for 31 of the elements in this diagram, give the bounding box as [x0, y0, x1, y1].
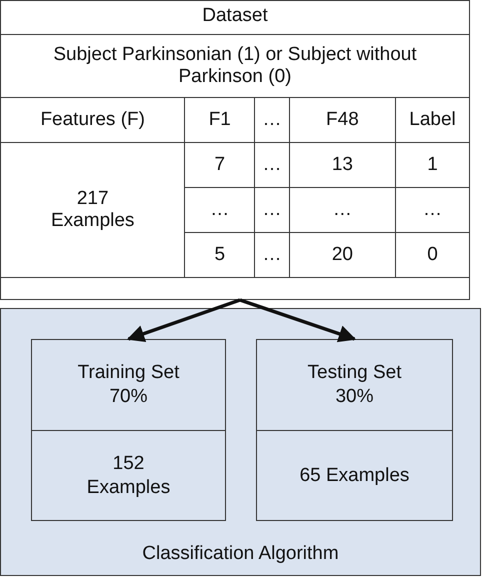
- example-count: 65 Examples: [300, 464, 410, 488]
- set-box: [31, 339, 226, 521]
- table-cell: Features (F): [0, 98, 185, 142]
- example-count: 152 Examples: [86, 452, 172, 500]
- table-cell: 217 Examples: [0, 142, 185, 278]
- dataset-box: [0, 0, 470, 300]
- table-cell: …: [289, 188, 396, 232]
- table-cell: 13: [289, 142, 396, 188]
- table-cell: 0: [396, 232, 470, 278]
- table-cell: Label: [396, 98, 470, 142]
- table-cell: …: [254, 98, 290, 142]
- group-panel: [0, 308, 481, 576]
- table-cell: …: [184, 188, 255, 232]
- arrow: [239, 298, 356, 342]
- panel-title: Classification Algorithm: [142, 543, 339, 564]
- table-cell: F48: [289, 98, 396, 142]
- arrow: [126, 298, 241, 342]
- table-cell: Subject Parkinsonian (1) or Subject without Parkinson (0): [0, 34, 470, 98]
- table-cell: F1: [184, 98, 255, 142]
- table-cell: 1: [396, 142, 470, 188]
- table-cell: …: [254, 188, 290, 232]
- dataset-title: Dataset: [202, 5, 268, 26]
- table-cell: …: [396, 188, 470, 232]
- set-title: Testing Set 30%: [306, 361, 402, 409]
- table-cell: 7: [184, 142, 255, 188]
- table-cell: …: [254, 232, 290, 278]
- table-cell: 20: [289, 232, 396, 278]
- set-box: [256, 339, 453, 521]
- table-cell: …: [254, 142, 290, 188]
- set-title: Training Set 70%: [76, 361, 180, 409]
- table-cell: 5: [184, 232, 255, 278]
